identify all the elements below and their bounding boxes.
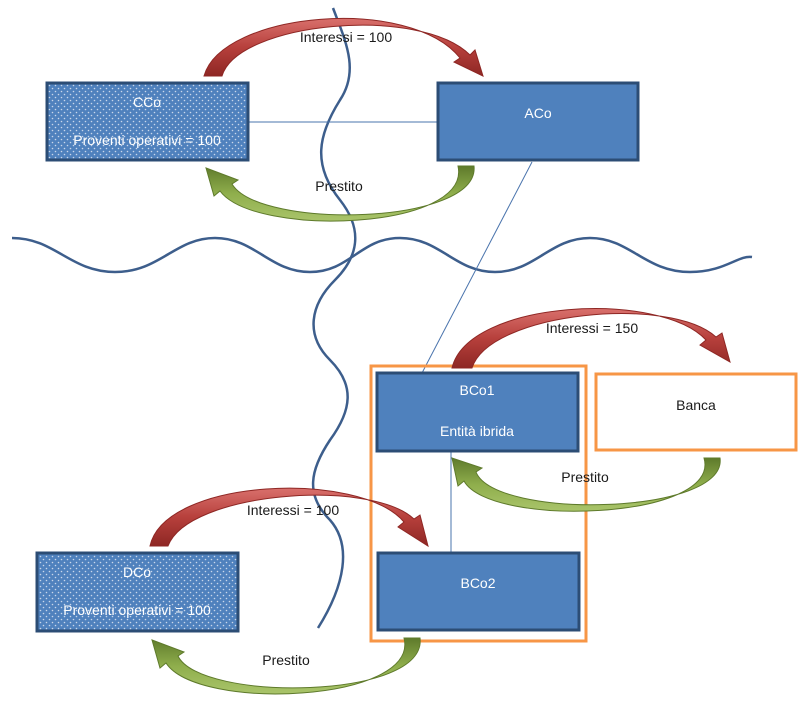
entity-aco-box (436, 81, 640, 162)
entity-dco-name: DCo (123, 564, 151, 580)
loan-label-bco2-dco: Prestito (262, 652, 310, 668)
entity-cco-income: Proventi operativi = 100 (73, 132, 221, 148)
loan-arrow-banca-bco1 (451, 457, 721, 512)
interest-arrow-bco1-banca (451, 308, 731, 369)
entity-bco2: BCo2 (376, 551, 581, 632)
entity-cco-box (45, 81, 250, 162)
entity-aco-name: ACo (524, 105, 551, 121)
entity-bco1-box (375, 371, 580, 453)
entity-cco: CCo Proventi operativi = 100 (45, 81, 250, 162)
loan-label-banca-bco1: Prestito (561, 469, 609, 485)
entity-bco2-name: BCo2 (460, 575, 495, 591)
ownership-line-aco-bco1 (421, 161, 533, 374)
entity-cco-name: CCo (133, 94, 161, 110)
interest-label-dco-bco2: Interessi = 100 (247, 502, 339, 518)
hybrid-group-outline (369, 364, 588, 643)
entity-bco1-name: BCo1 (459, 382, 494, 398)
entity-dco-income: Proventi operativi = 100 (63, 602, 211, 618)
entity-bco2-box (376, 551, 581, 632)
interest-label-cco-aco: Interessi = 100 (300, 29, 392, 45)
interest-arrow-dco-bco2 (149, 487, 429, 548)
entity-banca-name: Banca (676, 397, 716, 413)
entity-bco1-hybrid-label: Entità ibrida (440, 423, 514, 439)
horizontal-border-line (11, 236, 753, 274)
entity-dco-box (35, 551, 240, 633)
entity-bco1: BCo1 Entità ibrida (375, 371, 580, 453)
loan-arrow-aco-cco (205, 165, 475, 222)
entity-dco: DCo Proventi operativi = 100 (35, 551, 240, 633)
vertical-border-line (311, 7, 357, 629)
loan-label-aco-cco: Prestito (315, 178, 363, 194)
entity-banca: Banca (594, 372, 798, 452)
interest-label-bco1-banca: Interessi = 150 (546, 320, 638, 336)
loan-arrow-bco2-dco (151, 637, 421, 695)
entity-banca-box (594, 372, 798, 452)
entity-aco: ACo (436, 81, 640, 162)
interest-arrow-cco-aco (203, 18, 484, 77)
